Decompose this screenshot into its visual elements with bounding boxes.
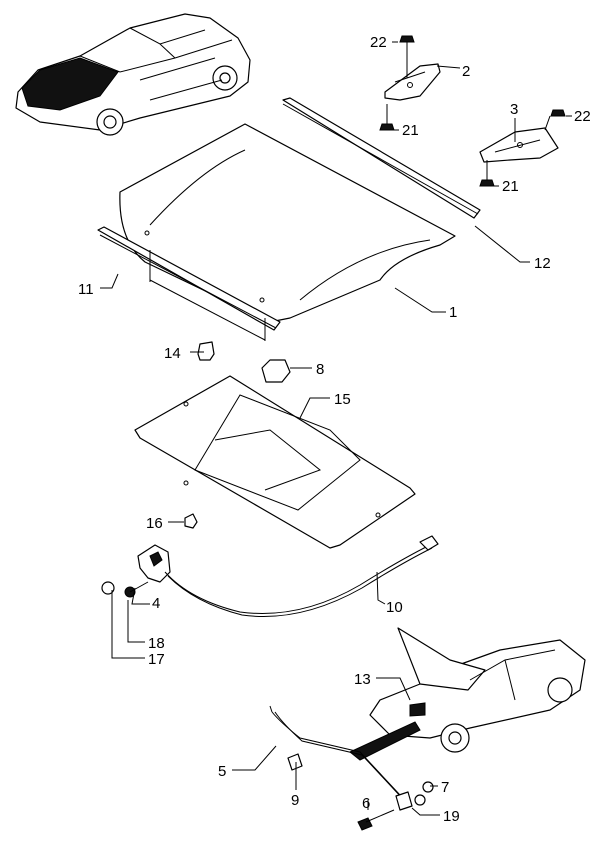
car-open-hood-illustration	[349, 627, 586, 761]
callout-1: 1	[449, 304, 457, 321]
callout-12: 12	[534, 255, 551, 272]
hood-insulator-pad	[134, 375, 416, 549]
callout-22-upper: 22	[370, 34, 387, 51]
hood-latch-assembly	[101, 535, 439, 617]
callout-8: 8	[316, 361, 324, 378]
callout-21-upper: 21	[402, 122, 419, 139]
callout-13: 13	[354, 671, 371, 688]
hood-prop-rod	[269, 705, 434, 831]
car-overview-illustration	[15, 13, 251, 136]
hood-clip	[261, 359, 291, 383]
callout-14: 14	[164, 345, 181, 362]
callout-3: 3	[510, 101, 518, 118]
callout-16: 16	[146, 515, 163, 532]
hood-hinge-right	[379, 35, 441, 131]
callout-10: 10	[386, 599, 403, 616]
hood-bumper-stopper	[197, 341, 215, 361]
callout-15: 15	[334, 391, 351, 408]
insulator-clip	[184, 513, 198, 529]
callout-18: 18	[148, 635, 165, 652]
callout-19: 19	[443, 808, 460, 825]
front-weatherstrip	[97, 226, 281, 341]
highlighted-hood	[21, 57, 119, 111]
hood-panel	[119, 123, 456, 323]
leader-lines	[100, 41, 572, 816]
callout-5: 5	[218, 763, 226, 780]
callout-7: 7	[441, 779, 449, 796]
hood-hinge-left	[479, 109, 566, 187]
hood-seal-strip	[282, 97, 481, 219]
callout-21-lower: 21	[502, 178, 519, 195]
callout-17: 17	[148, 651, 165, 668]
callout-9: 9	[291, 792, 299, 809]
callout-labels: 1 2 3 4 5 6 7 8 9 10 11 12 13 14 15 16 1…	[78, 34, 591, 825]
callout-4: 4	[152, 595, 160, 612]
callout-6: 6	[362, 795, 370, 812]
callout-22-lower: 22	[574, 108, 591, 125]
callout-2: 2	[462, 63, 470, 80]
callout-11: 11	[78, 281, 94, 298]
